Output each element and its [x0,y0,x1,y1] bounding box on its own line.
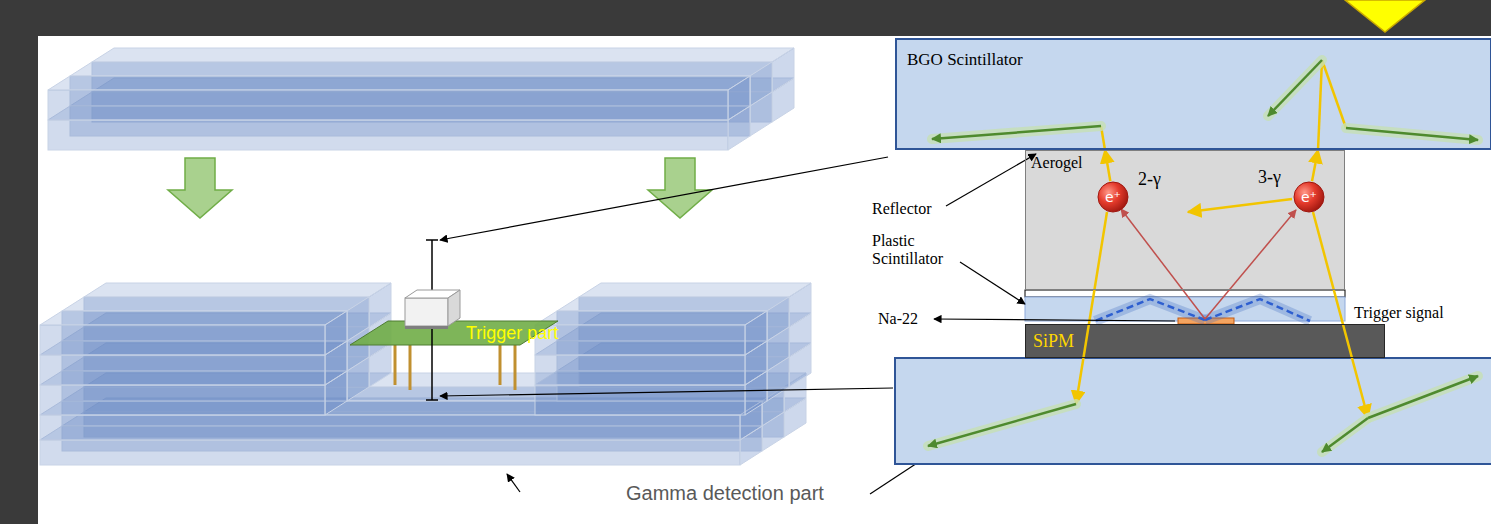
sipm-board-fill [1025,324,1385,358]
callout-label: Na-22 [878,310,918,328]
down-arrow [648,158,712,218]
scintillator-bars [40,48,811,465]
bgo-scintillator-fill [895,38,1491,150]
panel-ground [38,36,1491,524]
leader-line [946,154,1036,206]
section-tick [426,399,438,401]
leader-line [934,319,1175,321]
node-label: SiPM [1033,331,1074,352]
positron-path [1121,209,1205,319]
positron-path [1205,210,1296,319]
sipm-board: SiPM [1025,324,1385,358]
photon-label: 3-γ [1258,167,1281,188]
callout-label: Reflector [872,200,932,218]
trigger-board [350,321,558,390]
trigger-cube [405,290,460,329]
leader-line [440,157,888,240]
section-tick [426,239,438,241]
gamma-rays [1076,60,1368,418]
photon-label: 2-γ [1138,169,1161,190]
leader-line [440,388,893,396]
positron: e⁺ [1293,181,1325,213]
bgo-scintillator: BGO Scintillator [895,38,1491,150]
callout-label: Trigger signal [1352,304,1446,322]
gamma-ray [1312,150,1318,181]
aerogel-block: e⁺ e⁺ Aerogel 2-γ 3-γ [1025,150,1345,290]
positron: e⁺ [1097,181,1129,213]
trigger-light [1095,299,1310,321]
callout-label: Plastic Scintillator [872,232,968,269]
leader-line [960,262,1025,304]
scintillation-light [928,60,1478,452]
node-label: Aerogel [1031,154,1083,172]
node-label: e⁺ [1097,189,1129,205]
node-label: e⁺ [1293,189,1325,205]
gamma-ray [1105,150,1110,181]
bgo-scintillator [895,358,1491,464]
pointer-triangle [1345,0,1425,32]
part-label: Trigger part [466,323,558,344]
part-label: Gamma detection part [626,482,824,505]
node-label: BGO Scintillator [907,50,1023,70]
down-arrow [168,158,232,218]
aerogel-block-fill [1025,150,1345,290]
leader-line [507,474,520,492]
plastic-scintillator [1025,297,1345,321]
